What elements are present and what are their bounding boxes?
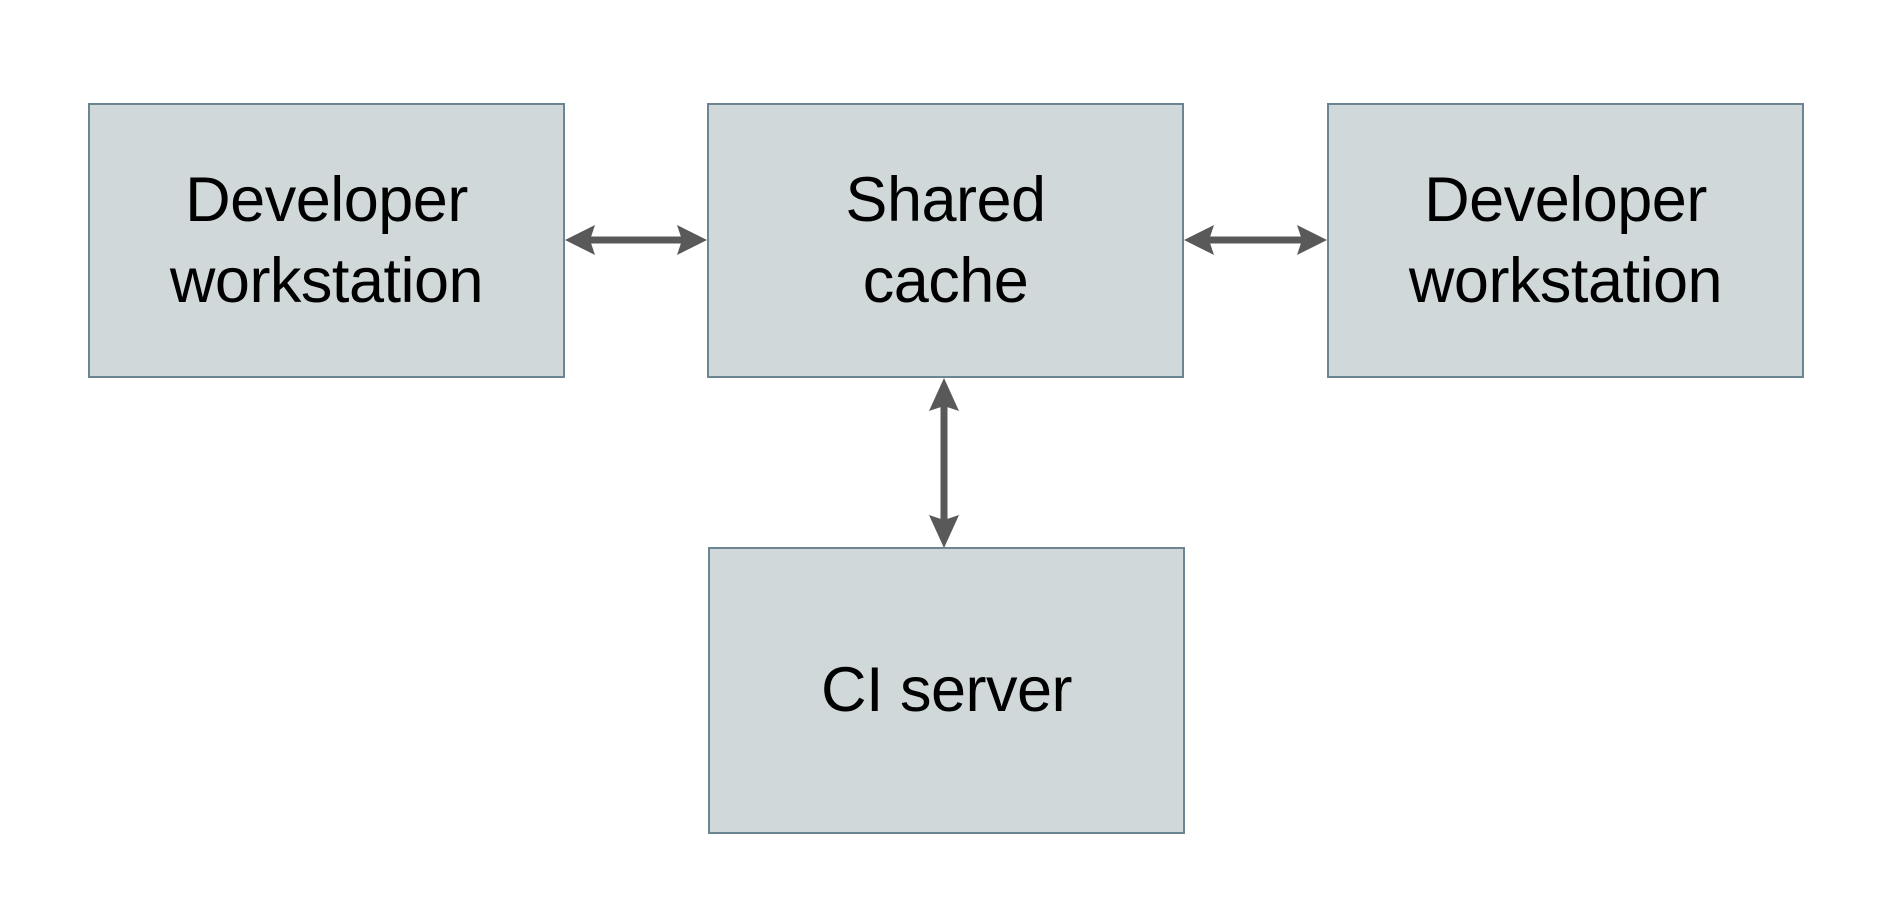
edge-shared-cache-to-ci-server [918, 378, 970, 548]
node-label: Shared cache [845, 164, 1046, 316]
node-ci-server[interactable]: CI server [708, 547, 1185, 834]
double-arrow-horizontal-icon [1184, 225, 1327, 255]
node-developer-workstation-left[interactable]: Developer workstation [88, 103, 565, 378]
node-label: Developer workstation [1408, 164, 1723, 316]
node-shared-cache[interactable]: Shared cache [707, 103, 1184, 378]
double-arrow-horizontal-icon [565, 225, 707, 255]
node-label: Developer workstation [169, 164, 484, 316]
edge-dev-left-to-shared-cache [565, 212, 707, 268]
node-label: CI server [820, 655, 1073, 726]
double-arrow-vertical-icon [929, 378, 959, 548]
edge-shared-cache-to-dev-right [1184, 212, 1327, 268]
node-developer-workstation-right[interactable]: Developer workstation [1327, 103, 1804, 378]
